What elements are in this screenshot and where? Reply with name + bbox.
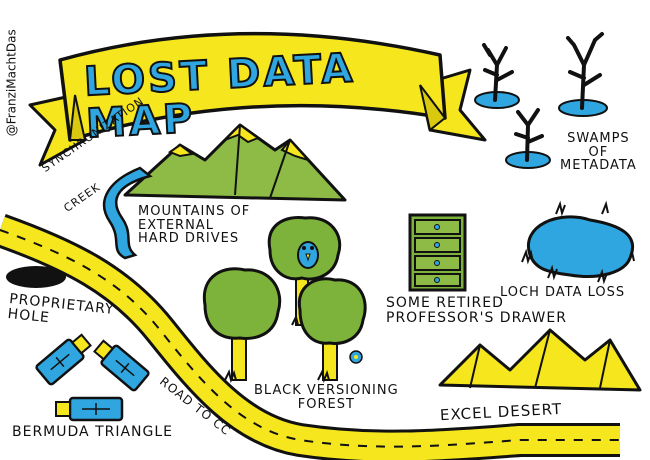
drawer-cabinet — [408, 213, 467, 292]
loch-lake — [521, 200, 635, 285]
label-mountains: MOUNTAINS OF EXTERNAL HARD DRIVES — [138, 204, 251, 247]
credit-text: @FranziMachtDas — [4, 29, 19, 137]
label-professor-drawer: SOME RETIRED PROFESSOR'S DRAWER — [386, 295, 567, 326]
forest-trees — [202, 215, 367, 384]
label-forest: BLACK VERSIONING FOREST — [254, 383, 399, 412]
mountains-illustration — [123, 123, 347, 202]
excel-desert-dunes — [438, 328, 642, 392]
proprietary-hole-shape — [6, 266, 66, 288]
swamp-trees — [474, 32, 608, 169]
title-banner — [28, 31, 487, 167]
label-loch: LOCH DATA LOSS — [500, 285, 626, 300]
bermuda-usb-sticks — [35, 333, 150, 422]
label-bermuda: BERMUDA TRIANGLE — [12, 424, 174, 440]
creek-river — [102, 166, 153, 260]
road-to-cc — [0, 213, 620, 460]
label-swamps: SWAMPS OF METADATA — [560, 131, 637, 174]
